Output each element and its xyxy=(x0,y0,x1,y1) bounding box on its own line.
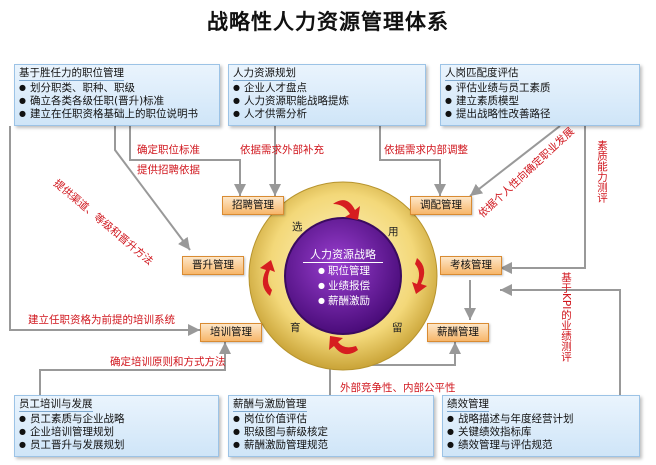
label-quality-test: 素质能力测评 xyxy=(596,140,608,203)
list-item: 企业培训管理规划 xyxy=(19,426,214,439)
label-position-standard: 确定职位标准 xyxy=(137,144,200,156)
module-assessment: 考核管理 xyxy=(440,256,502,275)
list-item: 战略描述与年度经营计划 xyxy=(447,413,635,426)
label-pay-fairness: 外部竞争性、内部公平性 xyxy=(340,382,456,394)
box-title: 人岗匹配度评估 xyxy=(445,67,519,81)
list-item: 岗位价值评估 xyxy=(233,413,429,426)
module-promotion: 晋升管理 xyxy=(182,256,244,275)
list-item: 职级图与薪级核定 xyxy=(233,426,429,439)
box-title: 员工培训与发展 xyxy=(19,398,93,412)
ring-label-select: 选 xyxy=(292,221,303,233)
list-item: 关键绩效指标库 xyxy=(447,426,635,439)
center-title: 人力资源战略 xyxy=(303,246,383,263)
label-kpi-test: 基于KPI的业绩测评 xyxy=(560,272,572,362)
page-title: 战略性人力资源管理体系 xyxy=(207,10,449,34)
list-item: 建立素质模型 xyxy=(445,95,635,108)
label-qualification-training: 建立任职资格为前提的培训系统 xyxy=(28,314,175,326)
list-item: 薪酬激励管理规范 xyxy=(233,439,429,452)
module-recruitment: 招聘管理 xyxy=(222,196,284,215)
box-training-development: 员工培训与发展 员工素质与企业战略 企业培训管理规划 员工晋升与发展规划 xyxy=(14,395,219,457)
box-title: 基于胜任力的职位管理 xyxy=(19,67,124,81)
list-item: 人才供需分析 xyxy=(233,108,421,121)
ring-label-cultivate: 育 xyxy=(290,322,301,334)
list-item: 确立各类各级任职(晋升)标准 xyxy=(19,95,215,108)
box-title: 绩效管理 xyxy=(447,398,489,412)
box-person-job-fit: 人岗匹配度评估 评估业绩与员工素质 建立素质模型 提出战略性改善路径 xyxy=(440,64,640,126)
ring-label-retain: 留 xyxy=(392,322,403,334)
box-hr-planning: 人力资源规划 企业人才盘点 人力资源职能战略提炼 人才供需分析 xyxy=(228,64,426,126)
box-performance-management: 绩效管理 战略描述与年度经营计划 关键绩效指标库 绩效管理与评估规范 xyxy=(442,395,640,457)
box-title: 薪酬与激励管理 xyxy=(233,398,307,412)
list-item: 员工晋升与发展规划 xyxy=(19,439,214,452)
center-list: 职位管理 业绩报偿 薪酬激励 xyxy=(318,264,370,309)
list-item: 划分职类、职种、职级 xyxy=(19,82,215,95)
label-training-principles: 确定培训原则和方式方法 xyxy=(110,356,226,368)
box-compensation-incentive: 薪酬与激励管理 岗位价值评估 职级图与薪级核定 薪酬激励管理规范 xyxy=(228,395,434,457)
box-position-management: 基于胜任力的职位管理 划分职类、职种、职级 确立各类各级任职(晋升)标准 建立在… xyxy=(14,64,220,126)
module-allocation: 调配管理 xyxy=(410,196,472,215)
list-item: 人力资源职能战略提炼 xyxy=(233,95,421,108)
label-external: 依据需求外部补充 xyxy=(240,144,324,156)
box-title: 人力资源规划 xyxy=(233,67,296,81)
label-recruit-basis: 提供招聘依据 xyxy=(137,164,200,176)
label-internal: 依据需求内部调整 xyxy=(384,144,468,156)
list-item: 评估业绩与员工素质 xyxy=(445,82,635,95)
list-item: 建立在任职资格基础上的职位说明书 xyxy=(19,108,215,121)
center-item: 薪酬激励 xyxy=(318,294,370,309)
list-item: 员工素质与企业战略 xyxy=(19,413,214,426)
list-item: 提出战略性改善路径 xyxy=(445,108,635,121)
list-item: 绩效管理与评估规范 xyxy=(447,439,635,452)
center-item: 业绩报偿 xyxy=(318,279,370,294)
ring-label-use: 用 xyxy=(388,226,399,238)
list-item: 企业人才盘点 xyxy=(233,82,421,95)
center-item: 职位管理 xyxy=(318,264,370,279)
module-compensation: 薪酬管理 xyxy=(427,323,489,342)
module-training: 培训管理 xyxy=(200,323,262,342)
